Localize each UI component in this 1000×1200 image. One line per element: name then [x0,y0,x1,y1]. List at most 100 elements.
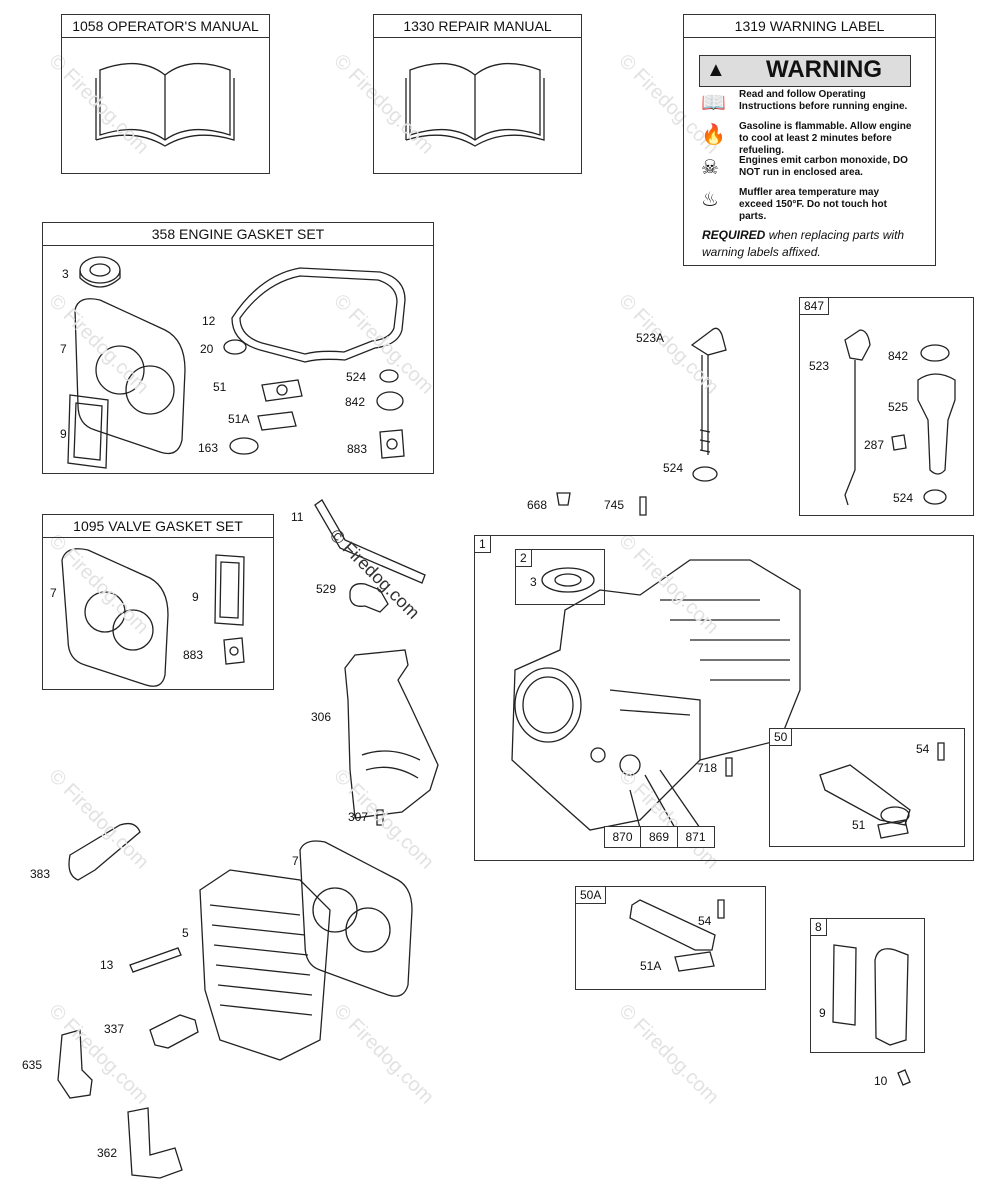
callout: 7 [60,342,67,356]
callout: 883 [347,442,368,456]
callout: 51 [852,818,866,832]
required-rest: when replacing parts with warning labels… [702,228,905,259]
kit-8-tag: 8 [810,918,827,936]
dipstick-523-shape [844,329,871,506]
gasket-9-kit-shape [832,944,857,1026]
callout: 883 [183,648,204,662]
callout: 635 [22,1058,43,1072]
tube-525-shape [917,373,956,475]
screw-307-shape [376,809,384,826]
gasket-883-shape [379,429,405,459]
callout: 3 [62,267,69,281]
callout: 529 [316,582,337,596]
gasket-883-set-shape [223,637,245,665]
engine-gasket-set-box: 358 ENGINE GASKET SET [42,222,434,474]
manual-icon: 📖 [701,92,726,114]
warning-header-band [699,55,911,87]
callout: 12 [202,314,216,328]
callout: 668 [527,498,548,512]
callout: 5 [182,926,189,940]
kit-2-box [515,549,605,605]
part-number-strip: 870 869 871 [603,826,715,848]
bolt-13-shape [129,947,182,973]
operators-manual-book-icon [95,62,235,147]
tube-383-shape [68,822,141,881]
gasket-51-kit-shape [877,819,909,839]
fire-icon: 🔥 [701,124,726,146]
screw-10-shape [897,1069,911,1086]
plug-668-shape [556,492,571,506]
callout: 307 [348,810,369,824]
cover-9-kit-shape [874,948,909,1046]
part-870: 870 [603,826,642,848]
kit-1-tag: 1 [474,535,491,553]
valve-gasket-set-box: 1095 VALVE GASKET SET [42,514,274,690]
kit-50-tag: 50 [769,728,793,746]
part-869: 869 [640,826,678,848]
cylinder-head-5-shape [199,869,331,1061]
kit-847-box [799,297,974,516]
warning-row-2: Gasoline is flammable. Allow engine to c… [739,121,912,156]
callout: 337 [104,1022,125,1036]
callout: 362 [97,1146,118,1160]
callout: 51A [228,412,250,426]
valve-head-gasket-7-shape [61,548,169,687]
callout: 718 [697,761,718,775]
callout: 306 [311,710,332,724]
head-gasket-7-shape [74,298,186,455]
boot-362-shape [127,1107,183,1179]
seal-3-shape [79,256,121,288]
callout: 9 [819,1006,826,1020]
kit-50-box [769,728,965,847]
breather-50-shape [819,764,911,826]
part-871: 871 [676,826,715,848]
callout: 9 [60,427,67,441]
callout: 51A [640,959,662,973]
callout: 13 [100,958,114,972]
screw-54b-shape [717,899,725,919]
screw-54-shape [937,742,945,761]
callout: 7 [292,854,299,868]
callout: 9 [192,590,199,604]
cylinder-block-shape [511,559,801,831]
callout: 842 [345,395,366,409]
oring-524b-shape [923,489,947,505]
callout: 11 [291,510,304,524]
elbow-529-shape [349,583,389,613]
callout: 20 [200,342,214,356]
ring-842-shape [376,391,404,411]
seal-3-box2-shape [541,567,595,593]
callout: 10 [874,1074,888,1088]
kit-50a-box [575,886,766,990]
kit-50a-tag: 50A [575,886,607,904]
gasket-51a-shape [257,411,297,431]
kit-847-tag: 847 [799,297,830,315]
warning-row-1: Read and follow Operating Instructions b… [739,89,908,112]
spark-plug-337-shape [149,1014,199,1049]
callout: 523A [636,331,665,345]
warning-row-3: Engines emit carbon monoxide, DO NOT run… [739,155,908,178]
callout: 7 [50,586,57,600]
warning-row-4: Muffler area temperature may exceed 150°… [739,187,887,222]
callout: 524 [663,461,684,475]
callout: 842 [888,349,909,363]
callout: 3 [530,575,537,589]
operators-manual-title: 1058 OPERATOR'S MANUAL [62,15,269,38]
repair-manual-book-icon [405,62,545,147]
valve-gasket-set-title: 1095 VALVE GASKET SET [43,515,273,538]
fumes-icon: ☠ [701,157,719,179]
crankcase-gasket-12-shape [231,267,406,363]
kit-8-box [810,918,925,1053]
hot-surface-icon: ♨ [701,189,719,211]
callout: 525 [888,400,909,414]
bolt-287-shape [891,434,907,451]
valve-gasket-9-shape [67,394,109,469]
callout: 523 [809,359,830,373]
callout: 51 [213,380,227,394]
callout: 54 [698,914,712,928]
shield-306-shape [344,649,439,819]
warning-header: WARNING [766,56,882,83]
dipstick-523a-shape [690,327,727,455]
oring-524-shape [692,466,718,482]
kit-2-tag: 2 [515,549,532,567]
